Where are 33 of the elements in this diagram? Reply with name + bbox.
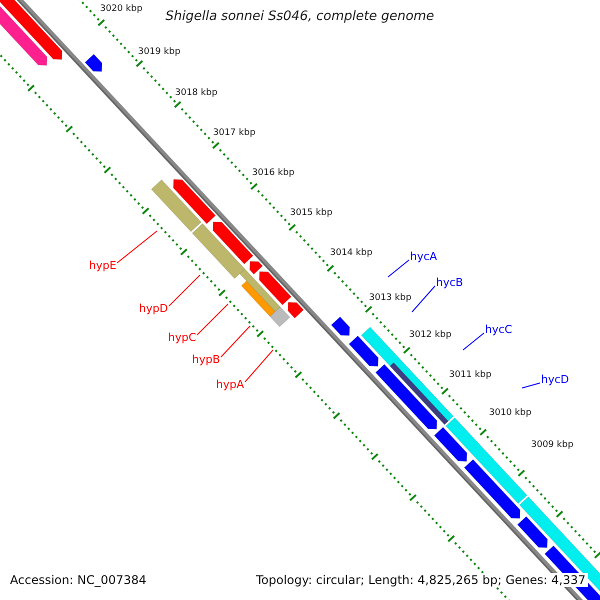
tick-label: 3011 kbp [449,370,492,380]
tick-label: 3012 kbp [409,330,452,340]
leader-line [522,382,540,388]
tick-label: 3009 kbp [531,440,574,450]
tick-label: 3017 kbp [213,128,256,138]
gene-label: hycA [410,250,438,263]
leader-line [412,286,436,312]
footer-text: Topology: circular; Length: 4,825,265 bp; Genes: 4,337 [254,573,588,587]
tick-label: 3014 kbp [330,248,372,258]
leader-line [116,230,158,264]
leader-line [220,326,250,358]
leader-line [168,274,200,306]
gene-label: hypA [216,378,244,391]
gene-label: hycD [541,373,569,386]
gene-label: hypE [89,259,116,272]
leader-line [462,332,484,350]
leader-line [196,304,228,336]
tick-label: 3010 kbp [489,408,532,418]
tick-label: 3016 kbp [252,168,294,178]
gene-label: hycC [485,323,512,336]
footer-text: Accession: NC_007384 [8,573,148,587]
tick-label: 3018 kbp [175,88,218,98]
diagram-title: Shigella sonnei Ss046, complete genome [166,9,434,24]
leader-line [388,260,410,278]
gene-label: hycB [436,276,464,289]
tick-label: 3015 kbp [290,208,332,218]
tick-label: 3020 kbp [100,4,142,14]
gene-label: hypD [139,302,168,315]
leader-line [244,350,274,382]
tick-label: 3019 kbp [138,47,180,57]
tick-label: 3013 kbp [369,293,412,303]
gene-label: hypB [192,353,220,366]
gene-label: hypC [168,331,196,344]
